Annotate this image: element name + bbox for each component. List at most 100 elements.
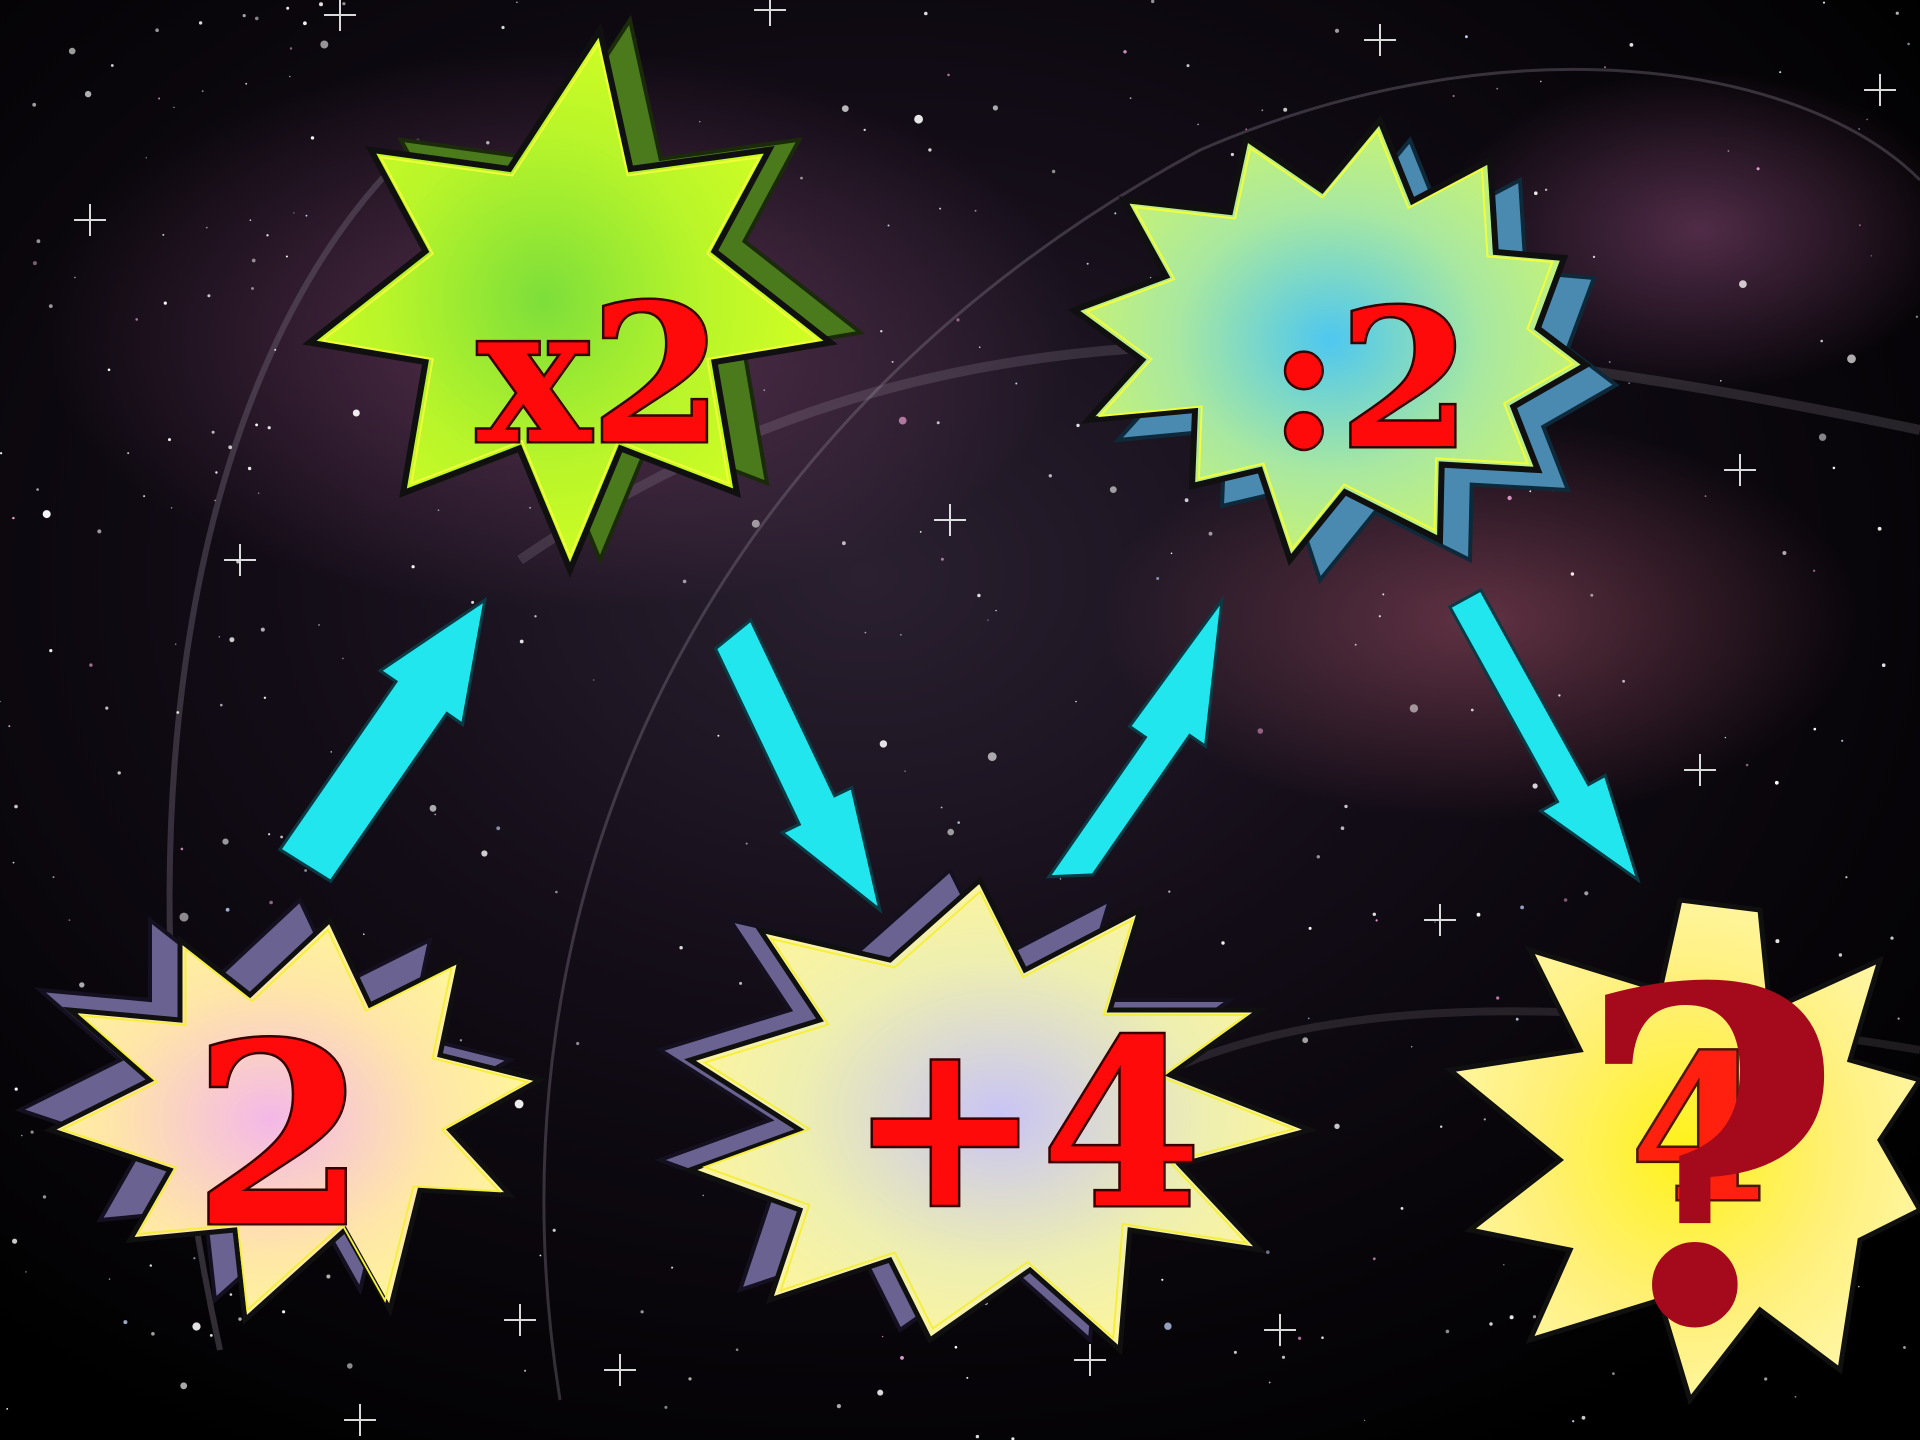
star-dot	[290, 47, 292, 49]
star-dot	[699, 121, 700, 122]
star-dot	[1533, 1315, 1536, 1318]
star-dot	[977, 594, 980, 597]
star-dot	[1516, 1018, 1519, 1021]
star-dot	[168, 438, 171, 441]
star-dot	[1725, 737, 1726, 738]
star-dot	[1309, 927, 1312, 930]
star-dot	[69, 48, 76, 55]
star-dot	[229, 637, 234, 642]
star-dot	[268, 833, 270, 835]
star-dot	[206, 227, 208, 229]
star-dot	[1728, 150, 1730, 152]
star-dot	[1507, 496, 1511, 500]
star-dot	[1739, 280, 1747, 288]
star-dot	[36, 488, 39, 491]
star-dot	[363, 933, 365, 935]
star-dot	[1572, 1420, 1574, 1422]
star-dot	[255, 17, 259, 21]
star-dot	[471, 601, 474, 604]
star-dot	[210, 1334, 213, 1337]
star-dot	[1231, 153, 1234, 156]
star-dot	[1593, 256, 1595, 258]
star-dot	[900, 634, 902, 636]
star-dot	[320, 41, 328, 49]
number-middle-label: +4	[849, 1010, 1202, 1240]
star-dot	[1630, 43, 1634, 47]
star-dot	[226, 908, 230, 912]
star-dot	[180, 1382, 187, 1389]
star-dot	[202, 90, 204, 92]
star-dot	[207, 294, 210, 297]
star-dot	[1878, 527, 1882, 531]
star-dot	[993, 105, 998, 110]
star-dot	[37, 239, 41, 243]
star-dot	[347, 1363, 353, 1369]
star-dot	[12, 517, 14, 519]
star-dot	[683, 580, 687, 584]
star-dot	[1335, 29, 1339, 33]
star-dot	[941, 558, 944, 561]
star-dot	[1496, 996, 1499, 999]
star-dot	[1813, 570, 1815, 572]
star-dot	[146, 157, 147, 158]
star-dot	[1590, 594, 1593, 597]
star-dot	[250, 219, 252, 221]
star-dot	[412, 565, 415, 568]
star-dot	[1746, 764, 1749, 767]
star-dot	[212, 431, 215, 434]
star-dot	[1890, 937, 1893, 940]
star-dot	[222, 839, 228, 845]
star-dot	[1907, 43, 1910, 46]
star-dot	[1609, 361, 1611, 363]
star-dot	[576, 1042, 579, 1045]
star-dot	[679, 946, 682, 949]
star-dot	[1820, 340, 1823, 343]
star-dot	[899, 417, 907, 425]
star-dot	[947, 74, 950, 77]
star-dot	[14, 805, 18, 809]
star-dot	[1847, 354, 1856, 363]
star-dot	[243, 14, 246, 17]
star-dot	[13, 862, 15, 864]
star-dot	[892, 361, 894, 363]
star-dot	[173, 107, 174, 108]
star-dot	[1187, 64, 1190, 67]
star-dot	[1209, 532, 1213, 536]
star-dot	[975, 210, 977, 212]
star-dot	[1841, 740, 1843, 742]
star-dot	[1898, 1018, 1900, 1020]
star-dot	[192, 1322, 200, 1330]
star-dot	[248, 467, 251, 470]
star-dot	[1234, 1351, 1237, 1354]
star-dot	[311, 136, 314, 139]
number-start-label: 2	[193, 1010, 367, 1260]
star-dot	[764, 390, 765, 391]
star-dot	[255, 424, 258, 427]
star-dot	[1471, 709, 1474, 712]
star-dot	[155, 28, 159, 32]
star-dot	[1355, 644, 1357, 646]
star-dot	[928, 148, 931, 151]
star-dot	[30, 1131, 33, 1134]
star-dot	[1150, 277, 1151, 278]
star-dot	[1622, 680, 1625, 683]
star-dot	[717, 735, 719, 737]
star-dot	[1484, 1118, 1486, 1120]
star-dot	[219, 636, 220, 637]
star-dot	[941, 807, 943, 809]
star-dot	[214, 500, 215, 501]
star-dot	[1833, 467, 1836, 470]
star-dot	[1261, 109, 1263, 111]
star-dot	[111, 64, 114, 67]
question-mark-overlay[interactable]: ?	[1575, 930, 1845, 1390]
star-dot	[269, 901, 273, 905]
star-dot	[1373, 1257, 1376, 1260]
star-dot	[171, 507, 173, 509]
star-dot	[49, 649, 52, 652]
star-dot	[924, 12, 928, 16]
star-dot	[1903, 1346, 1906, 1349]
star-dot	[1705, 495, 1707, 497]
star-dot	[540, 1255, 542, 1257]
star-dot	[286, 256, 288, 258]
star-dot	[1364, 1420, 1365, 1421]
